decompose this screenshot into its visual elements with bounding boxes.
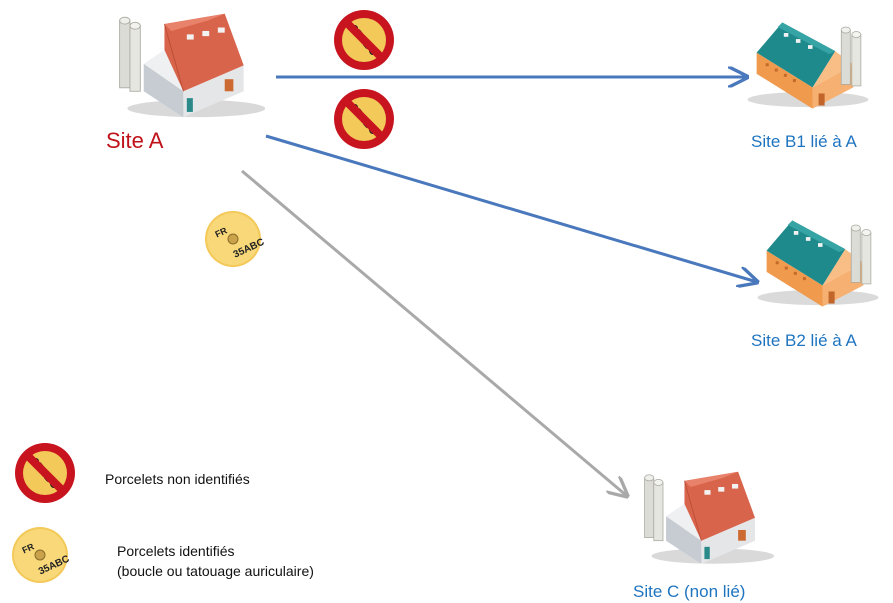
farm-teal-icon bbox=[757, 220, 879, 307]
farm-red-icon bbox=[644, 471, 775, 565]
ear-tag-icon: FR 35ABC bbox=[11, 526, 71, 584]
site-b2-label: Site B2 lié à A bbox=[751, 331, 857, 350]
forbidden-tag-icon: 35ABC bbox=[15, 443, 75, 503]
farm-teal-icon bbox=[747, 22, 869, 109]
site-a-label: Site A bbox=[106, 128, 164, 153]
svg-text:FR: FR bbox=[21, 541, 37, 555]
ear-tag-icon: FR 35ABC bbox=[204, 210, 266, 268]
farm-red-icon bbox=[119, 13, 266, 118]
arrow-a-to-c bbox=[241, 169, 627, 496]
svg-text:FR: FR bbox=[214, 225, 230, 239]
forbidden-tag-icon: 35ABC bbox=[334, 10, 394, 70]
site-b1-label: Site B1 lié à A bbox=[751, 132, 857, 151]
legend-identified: Porcelets identifiés (boucle ou tatouage… bbox=[117, 541, 314, 581]
arrow-a-to-b2 bbox=[265, 134, 757, 282]
forbidden-tag-icon: 35ABC bbox=[334, 89, 394, 149]
site-c-label: Site C (non lié) bbox=[633, 582, 746, 601]
legend-not-identified: Porcelets non identifiés bbox=[105, 471, 250, 487]
legend-identified-line1: Porcelets identifiés bbox=[117, 543, 235, 559]
legend-identified-line2: (boucle ou tatouage auriculaire) bbox=[117, 563, 314, 579]
